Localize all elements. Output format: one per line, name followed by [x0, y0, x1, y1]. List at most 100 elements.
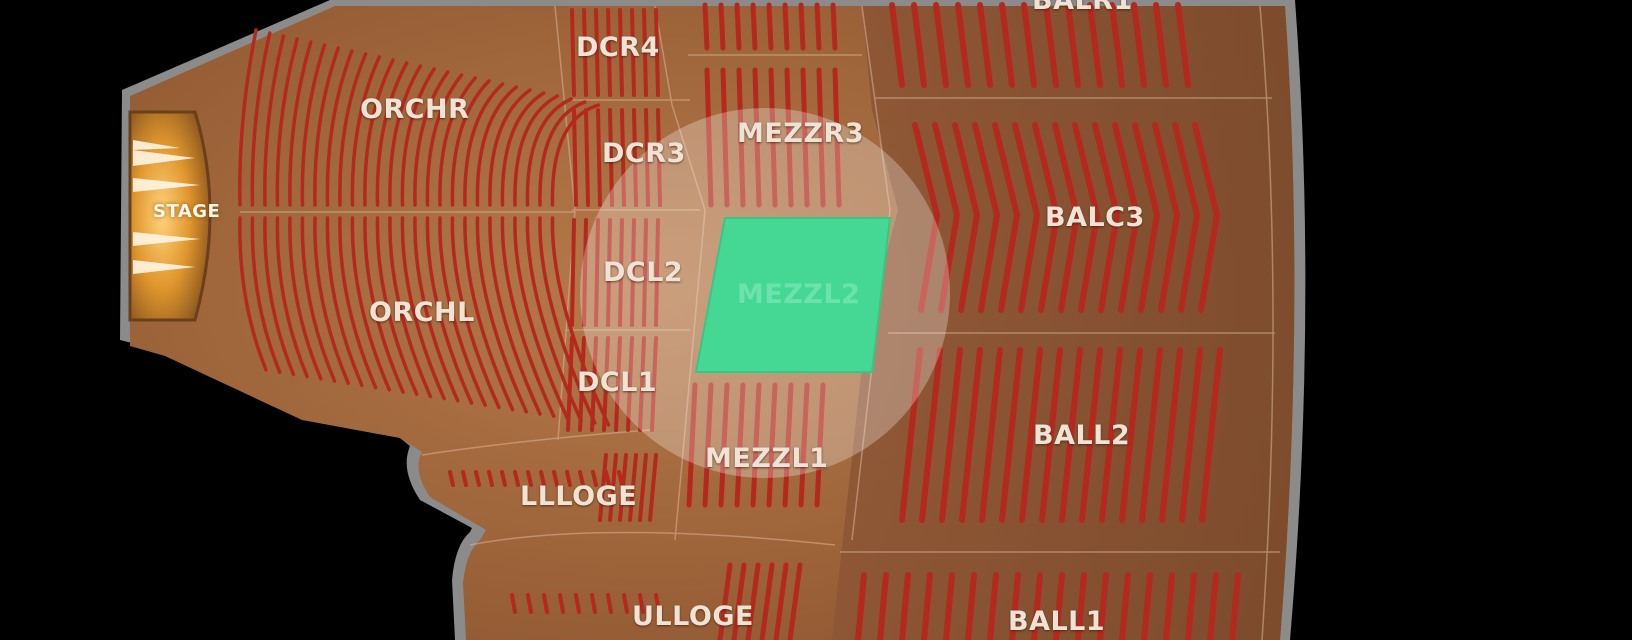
seat-row-ball1 — [1009, 572, 1021, 640]
section-label-ulloge[interactable]: ULLOGE — [632, 601, 754, 632]
section-label-ball2[interactable]: BALL2 — [1033, 420, 1131, 451]
section-label-orchl[interactable]: ORCHL — [369, 297, 475, 328]
section-label-dcl2[interactable]: DCL2 — [603, 257, 684, 288]
seat-row-mezzr3 — [704, 67, 714, 208]
seat-row-orchl — [450, 216, 501, 410]
seat-row-balc3 — [1192, 122, 1221, 313]
seat-row-balc3 — [1012, 122, 1041, 313]
seat-row-ball2 — [1179, 347, 1203, 523]
section-label-mezzl1[interactable]: MEZZL1 — [705, 443, 829, 474]
seat-rows — [238, 2, 1241, 640]
section-mezzl2-selected[interactable] — [694, 217, 892, 373]
seat-row-dcl2 — [642, 218, 648, 327]
seat-row-orchl — [425, 216, 474, 405]
seat-row-orchl — [513, 216, 570, 421]
seat-row-llloge — [591, 470, 598, 487]
seat-row-dcl1 — [626, 336, 634, 432]
seat-row-ball2 — [939, 347, 963, 523]
seat-row-mezzl1 — [718, 382, 730, 508]
seat-row-mezzl1 — [686, 382, 698, 508]
seat-row-llloge — [500, 470, 507, 487]
seat-row-orchl — [325, 216, 364, 388]
seat-row-balc3 — [1132, 122, 1161, 313]
section-label-mezzr3[interactable]: MEZZR3 — [737, 118, 865, 149]
seat-row-mezzl1 — [750, 382, 762, 508]
seat-row-orchr — [250, 31, 272, 207]
seat-row-dcl1 — [578, 336, 586, 432]
seat-row-ball2 — [1139, 347, 1163, 523]
seat-row-balc3 — [1172, 122, 1201, 313]
seat-row-mezzl1 — [782, 382, 794, 508]
seat-row-llloge — [448, 470, 455, 487]
seat-row-balc3 — [972, 122, 1001, 313]
seat-row-dcl1 — [614, 336, 622, 432]
seat-row-mezz-top — [798, 2, 806, 51]
seat-row-ball1 — [1163, 572, 1175, 640]
seat-row-ball1 — [965, 572, 977, 640]
section-label-orchr[interactable]: ORCHR — [360, 94, 470, 125]
seat-row-llloge — [552, 470, 559, 487]
seat-row-ball1 — [1097, 572, 1109, 640]
seat-row-ball1 — [877, 572, 889, 640]
seat-row-llloge — [648, 453, 658, 522]
section-dividers — [240, 5, 1280, 640]
seat-row-orchl — [350, 216, 392, 392]
seat-row-balc3 — [1112, 122, 1141, 313]
seat-row-orchl — [363, 216, 405, 394]
seat-row-ulloge — [526, 593, 533, 614]
seat-row-orchr — [350, 55, 382, 207]
seat-row-orchl — [488, 216, 542, 416]
seat-row-llloge — [604, 470, 611, 487]
seat-row-dcl1 — [650, 336, 658, 432]
seat-row-ball1 — [899, 572, 911, 640]
seat-row-ball1 — [943, 572, 955, 640]
seat-row-mezzr3 — [752, 67, 762, 208]
seat-row-dcr4 — [570, 8, 576, 97]
seat-row-orchr — [375, 61, 409, 207]
stage-lights — [133, 140, 200, 274]
seat-row-mezz-top — [702, 2, 710, 51]
section-label-mezzl2[interactable]: MEZZL2 — [737, 279, 861, 310]
seat-row-orchr — [463, 82, 505, 207]
seat-row-ulloge — [638, 593, 645, 614]
seat-row-mezzr3 — [816, 67, 826, 208]
seat-row-ulloge — [510, 593, 517, 614]
seat-row-dcr3 — [608, 108, 614, 207]
seat-row-mezzr3 — [784, 67, 794, 208]
seat-row-ball1 — [1053, 572, 1065, 640]
seat-row-dcl2 — [654, 218, 660, 327]
section-label-balc3[interactable]: BALC3 — [1045, 202, 1145, 233]
seat-row-orchr — [550, 103, 601, 207]
seat-row-orchr — [325, 49, 354, 207]
seat-row-ball2 — [1199, 347, 1223, 523]
seat-row-dcr4 — [642, 8, 648, 97]
seat-row-orchr — [400, 67, 436, 207]
seat-row-mezz-top — [734, 2, 742, 51]
seat-row-llloge — [608, 453, 618, 522]
seat-row-balr1 — [977, 2, 993, 88]
seat-row-mezzr3 — [832, 67, 842, 208]
seat-row-dcl2 — [582, 218, 588, 327]
seat-row-dcl2 — [618, 218, 624, 327]
section-label-llloge[interactable]: LLLOGE — [520, 481, 638, 512]
seat-row-ulloge — [745, 562, 761, 640]
seat-row-orchl — [388, 216, 433, 399]
section-label-ball1[interactable]: BALL1 — [1008, 606, 1106, 637]
seat-row-dcl2 — [606, 218, 612, 327]
seat-row-ball2 — [959, 347, 983, 523]
section-label-dcl1[interactable]: DCL1 — [577, 367, 658, 398]
section-label-dcr4[interactable]: DCR4 — [576, 32, 660, 63]
seat-row-llloge — [565, 470, 572, 487]
seat-row-mezz-top — [814, 2, 822, 51]
seat-row-ball2 — [979, 347, 1003, 523]
seat-row-balc3 — [1152, 122, 1181, 313]
seat-row-dcl2 — [594, 218, 600, 327]
seat-row-mezzr3 — [720, 67, 730, 208]
seat-row-ball2 — [1059, 347, 1083, 523]
seat-row-mezzl1 — [798, 382, 810, 508]
seat-row-balc3 — [952, 122, 981, 313]
section-label-dcr3[interactable]: DCR3 — [602, 138, 686, 169]
section-label-balr1[interactable]: BALR1 — [1032, 0, 1133, 16]
seat-row-ball2 — [1079, 347, 1103, 523]
